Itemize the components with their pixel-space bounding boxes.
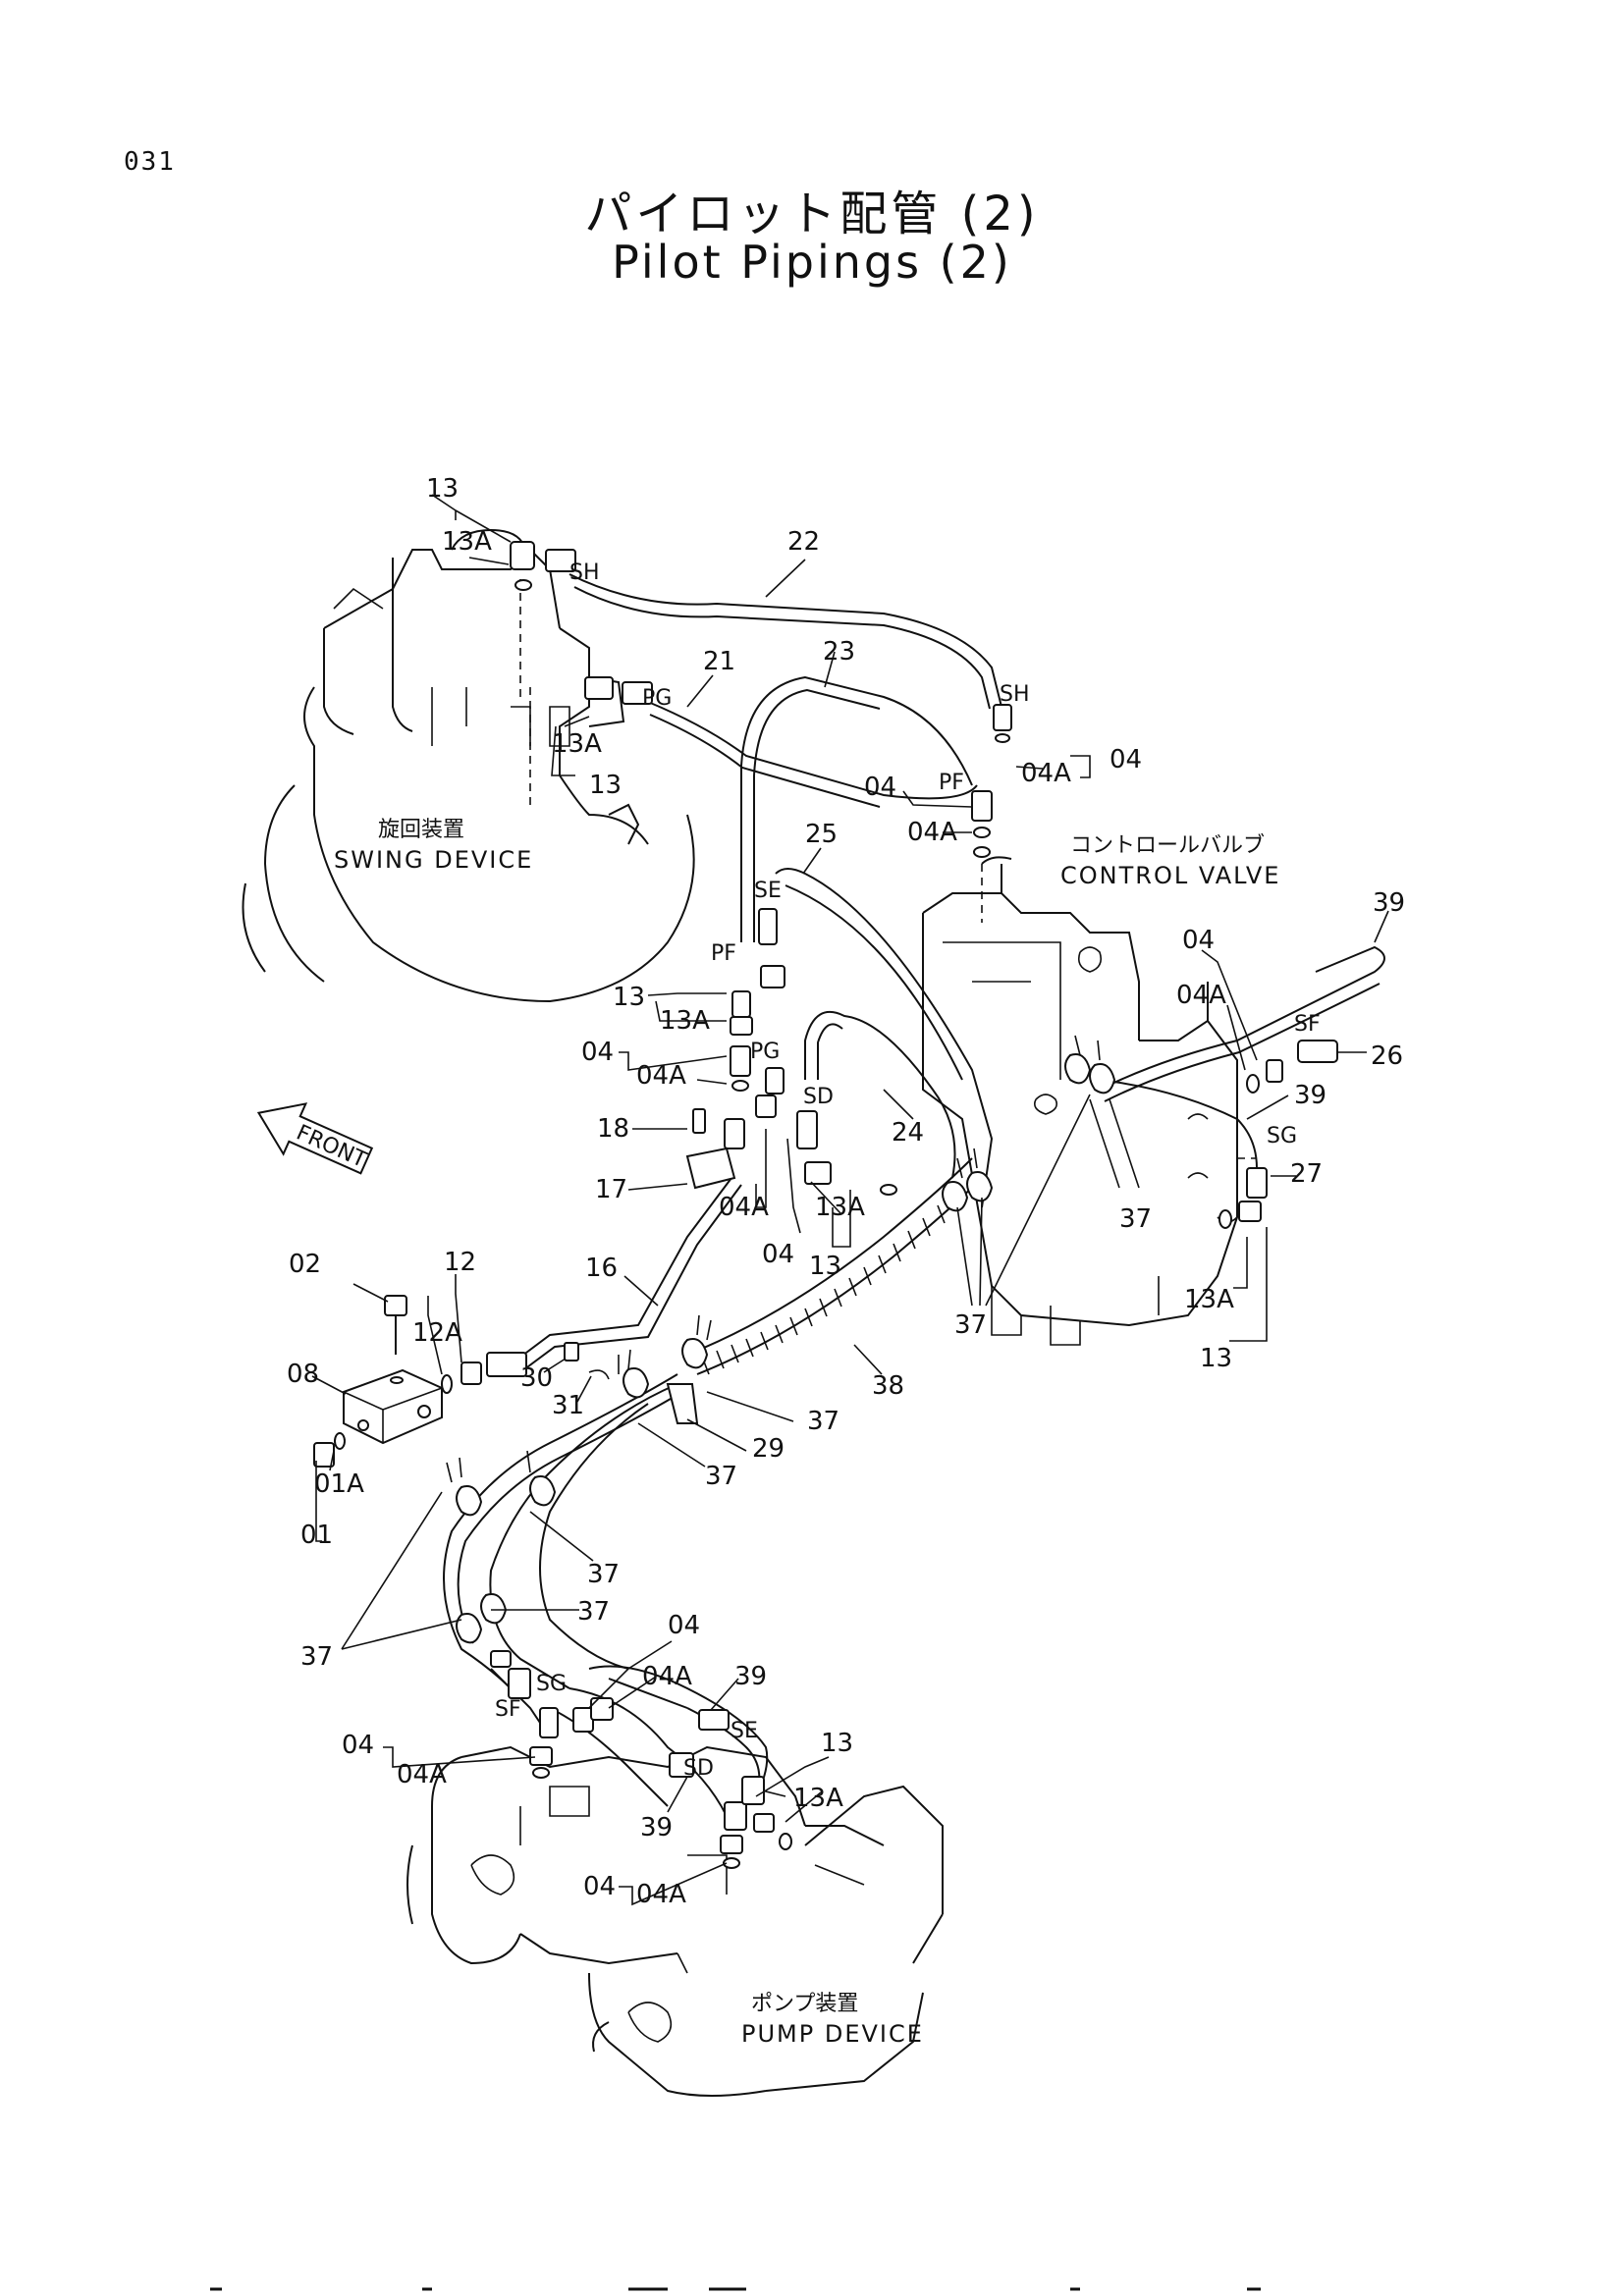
callout-37: 37 [587, 1560, 620, 1589]
callout-sf: SF [1294, 1012, 1321, 1037]
callout-pf: PF [939, 771, 964, 795]
callout-pg: PG [750, 1040, 780, 1064]
front-arrow-label: FRONT [293, 1121, 370, 1174]
pump-device-label-en: PUMP DEVICE [741, 2020, 924, 2048]
callout-se: SE [731, 1719, 758, 1743]
title-english: Pilot Pipings (2) [612, 236, 1012, 289]
callout-sg: SG [1267, 1124, 1297, 1148]
callout-sf: SF [495, 1697, 521, 1722]
callout-37: 37 [300, 1642, 333, 1672]
callout-04: 04 [1110, 745, 1142, 774]
callout-13: 13 [1200, 1344, 1232, 1373]
callout-04a: 04A [719, 1193, 769, 1222]
callout-18: 18 [597, 1114, 629, 1144]
callout-04a: 04A [636, 1061, 686, 1091]
callout-13a: 13A [552, 729, 602, 759]
callout-39: 39 [1294, 1081, 1326, 1110]
callout-04: 04 [668, 1611, 700, 1640]
control-valve-drawing: コントロールバルブ CONTROL VALVE [922, 833, 1280, 1346]
callout-31: 31 [552, 1391, 584, 1420]
callout-25: 25 [805, 820, 838, 849]
callout-01: 01 [300, 1521, 333, 1550]
callout-37: 37 [954, 1310, 987, 1340]
callout-39: 39 [734, 1662, 767, 1691]
callout-sh: SH [1000, 682, 1030, 707]
callout-24: 24 [892, 1118, 924, 1148]
swing-device-label-jp: 旋回装置 [378, 818, 464, 842]
callout-38: 38 [872, 1371, 904, 1401]
callout-sh: SH [569, 561, 600, 585]
front-arrow: FRONT [256, 1102, 374, 1175]
callout-pf: PF [711, 941, 736, 966]
scan-edge-marks [210, 2287, 1261, 2291]
callout-04a: 04A [1176, 981, 1226, 1010]
callout-13: 13 [589, 771, 622, 800]
page-number: 031 [124, 147, 176, 177]
leader-lines [311, 494, 1389, 1906]
callout-labels: 13 13A SH 22 21 23 PG 13A 13 SH PF 04 04… [287, 474, 1405, 1909]
callout-04: 04 [581, 1038, 614, 1067]
callout-sd: SD [803, 1085, 834, 1109]
title-japanese: パイロット配管 (2) [584, 187, 1040, 241]
callout-37: 37 [577, 1597, 610, 1627]
callout-04: 04 [762, 1240, 794, 1269]
callout-37: 37 [705, 1462, 737, 1491]
callout-37: 37 [807, 1407, 839, 1436]
callout-27: 27 [1290, 1159, 1323, 1189]
callout-04: 04 [583, 1872, 616, 1901]
callout-08: 08 [287, 1360, 319, 1389]
callout-04a: 04A [636, 1880, 686, 1909]
callout-13a: 13A [660, 1006, 710, 1036]
callout-13a: 13A [1184, 1285, 1234, 1314]
callout-12a: 12A [412, 1318, 462, 1348]
pump-device-drawing: ポンプ装置 PUMP DEVICE [406, 1745, 944, 2097]
callout-04a: 04A [1021, 759, 1071, 788]
callout-04: 04 [1182, 926, 1215, 955]
callout-13a: 13A [815, 1193, 865, 1222]
callout-17: 17 [595, 1175, 627, 1204]
swing-device-label-en: SWING DEVICE [334, 846, 533, 874]
callout-sg: SG [536, 1672, 567, 1696]
callout-02: 02 [289, 1250, 321, 1279]
callout-04: 04 [342, 1731, 374, 1760]
callout-13a: 13A [442, 527, 492, 557]
pump-device-label-jp: ポンプ装置 [751, 1992, 858, 2016]
callout-22: 22 [787, 527, 820, 557]
callout-12: 12 [444, 1248, 476, 1277]
callout-29: 29 [752, 1434, 785, 1464]
callout-13: 13 [809, 1252, 841, 1281]
swing-device-drawing: 旋回装置 SWING DEVICE [242, 528, 695, 1003]
callout-37: 37 [1119, 1204, 1152, 1234]
callout-pg: PG [642, 686, 672, 711]
hoses [443, 573, 1385, 1817]
callout-04: 04 [864, 773, 896, 802]
callout-23: 23 [823, 637, 855, 667]
callout-04a: 04A [907, 818, 957, 847]
clamps [446, 1035, 1116, 1644]
callout-21: 21 [703, 647, 735, 676]
callout-13a: 13A [793, 1784, 843, 1813]
callout-39: 39 [1373, 888, 1405, 918]
callout-13: 13 [613, 983, 645, 1012]
callout-30: 30 [520, 1363, 553, 1393]
callout-39: 39 [640, 1813, 673, 1842]
callout-sd: SD [683, 1756, 714, 1781]
control-valve-label-jp: コントロールバルブ [1070, 833, 1265, 858]
callout-se: SE [754, 879, 782, 903]
fittings [313, 541, 1338, 1869]
callout-04a: 04A [397, 1760, 447, 1789]
callout-13: 13 [821, 1729, 853, 1758]
callout-04a: 04A [642, 1662, 692, 1691]
callout-16: 16 [585, 1254, 618, 1283]
callout-01a: 01A [314, 1469, 364, 1499]
control-valve-label-en: CONTROL VALVE [1060, 862, 1280, 889]
callout-26: 26 [1371, 1041, 1403, 1071]
callout-13: 13 [426, 474, 459, 504]
